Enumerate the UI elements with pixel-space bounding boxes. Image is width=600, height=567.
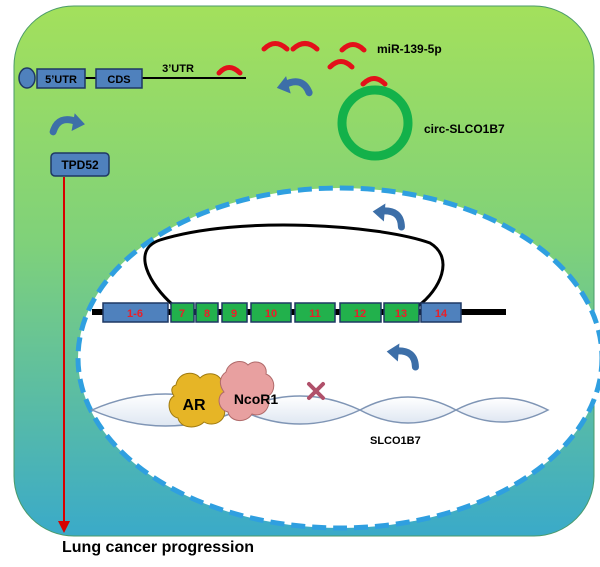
mirna-arc	[216, 65, 243, 76]
tpd52-box	[50, 152, 110, 177]
mirna-arc	[290, 41, 320, 52]
exon-box	[221, 302, 248, 323]
x-mark-icon	[307, 382, 325, 400]
ar-label: AR	[182, 397, 206, 414]
exon-label: 11	[309, 308, 321, 320]
cds-box	[95, 68, 143, 89]
exon-label: 7	[179, 308, 185, 320]
exon-label: 12	[354, 308, 366, 320]
outcome-label: Lung cancer progression	[62, 539, 255, 556]
5-cap	[18, 67, 36, 89]
mirna-label: miR-139-5p	[377, 42, 442, 56]
tpd52-label: TPD52	[61, 158, 99, 172]
ar-protein	[168, 372, 231, 428]
exon-box	[250, 302, 292, 323]
mirna-arc	[360, 76, 388, 87]
exon-row: 1-6 7 8 9 10 11 12 13 14	[102, 302, 462, 323]
mirna-arc	[339, 42, 367, 53]
exon-box	[170, 302, 195, 323]
exon-label: 10	[265, 308, 277, 320]
mirna-arc	[261, 41, 290, 52]
exon-box	[339, 302, 382, 323]
mirna-arc	[327, 59, 355, 70]
exon-label: 9	[231, 308, 237, 320]
circ-rna	[337, 85, 413, 161]
utr5-box	[36, 68, 86, 89]
gene-label: SLCO1B7	[370, 435, 421, 447]
exon-box	[195, 302, 219, 323]
ncor1-protein	[218, 361, 275, 421]
backsplice-loop	[143, 223, 445, 308]
exon-label: 8	[204, 308, 210, 320]
nucleus	[75, 185, 600, 531]
mirna-group	[216, 41, 388, 87]
exon-label: 1-6	[127, 308, 143, 320]
cds-label: CDS	[107, 74, 130, 86]
exon-label: 13	[395, 308, 407, 320]
exon-box	[294, 302, 336, 323]
exon-label: 14	[435, 308, 448, 320]
exon-box	[383, 302, 420, 323]
exon-box	[420, 302, 462, 323]
ncor1-label: NcoR1	[234, 391, 279, 407]
exon-box	[102, 302, 169, 323]
circ-label: circ-SLCO1B7	[424, 122, 505, 136]
progression-arrowhead	[58, 521, 70, 533]
utr3-label: 3’UTR	[162, 63, 194, 75]
utr5-label: 5’UTR	[45, 74, 77, 86]
